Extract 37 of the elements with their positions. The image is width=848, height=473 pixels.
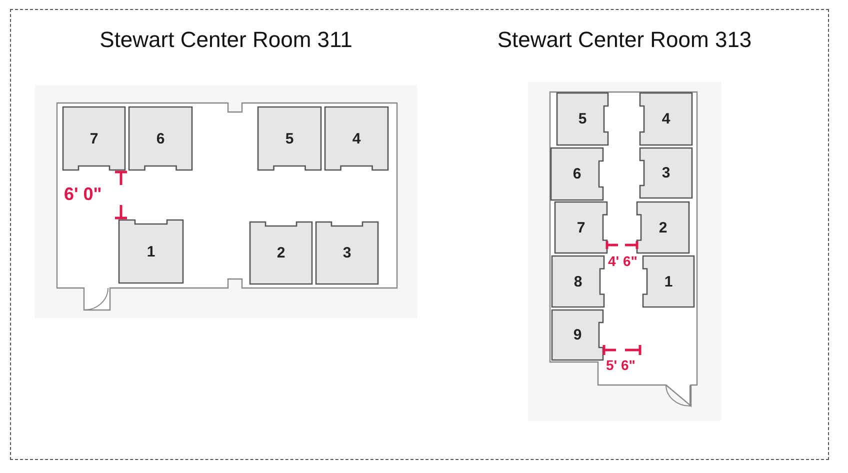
desk xyxy=(325,107,388,170)
desk-number: 1 xyxy=(146,243,156,260)
desk-number: 2 xyxy=(276,244,286,262)
desk xyxy=(640,93,692,145)
dimension-label: 4' 6" xyxy=(608,253,638,269)
desk xyxy=(63,107,125,170)
desk-number: 3 xyxy=(342,244,352,262)
desk-number: 7 xyxy=(576,219,586,236)
desk xyxy=(640,148,692,198)
desk xyxy=(129,107,192,170)
desk xyxy=(557,93,608,145)
desk-number: 3 xyxy=(662,164,670,182)
desk xyxy=(250,222,312,284)
desk-number: 8 xyxy=(574,273,582,290)
desk-number: 9 xyxy=(573,326,582,344)
desk xyxy=(643,256,694,307)
desk xyxy=(555,202,607,253)
desk xyxy=(637,202,689,253)
desk-number: 6 xyxy=(572,166,582,182)
room-title: Stewart Center Room 313 xyxy=(497,27,752,53)
desk-number: 6 xyxy=(156,130,165,147)
desk xyxy=(552,310,603,360)
desk-number: 4 xyxy=(662,110,670,128)
room-title: Stewart Center Room 311 xyxy=(100,27,352,53)
desk xyxy=(552,256,604,307)
desk xyxy=(316,222,378,284)
desk xyxy=(258,107,321,170)
desk-number: 5 xyxy=(578,110,587,128)
desk-number: 2 xyxy=(658,219,668,236)
desk xyxy=(551,148,603,200)
dimension-label: 6' 0" xyxy=(64,184,102,205)
desk xyxy=(119,220,183,283)
desk-number: 5 xyxy=(285,130,294,147)
desk-number: 7 xyxy=(90,130,98,147)
desk-number: 4 xyxy=(352,130,361,147)
dimension-label: 5' 6" xyxy=(606,357,636,373)
desk-number: 1 xyxy=(664,273,673,290)
